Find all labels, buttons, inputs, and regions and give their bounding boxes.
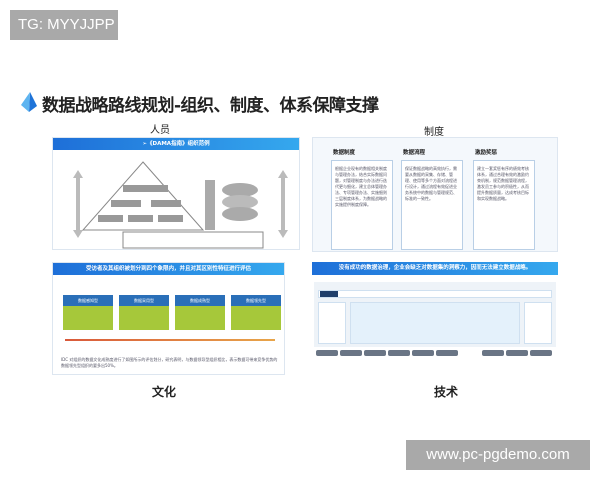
architecture-diagram [314,282,556,347]
diamond-logo-icon [21,92,37,112]
org-pyramid-diagram [53,150,299,249]
col-text: 建立一套奖惩有序的绩效考核体系，通过合理有效的激励约束机制，规范数据管理流程，激… [473,160,535,250]
culture-panel: 受访者及其组织被划分到四个象限内，并且对其区别性特征进行评估 数据感知型 数据采… [52,262,285,375]
tech-header: 没有成功的数据治理，企业会缺乏对数据集的洞察力，因而无法建立数据战略。 [312,262,558,275]
label-culture: 文化 [152,385,177,399]
people-header: ➢《DAMA指南》组织范例 [53,138,299,150]
col-text: 保证数据战略的高效执行，需要从数据的采集、存储、管理、使用等多个方面对流程进行设… [401,160,463,250]
maturity-arrow [65,339,275,341]
label-system: 制度 [424,127,444,138]
tg-badge: TG: MYYJJPP [10,10,118,40]
col-title: 数据流程 [403,150,426,156]
quadrant: 数据领先型 [231,295,281,306]
col-title: 数据制度 [333,150,356,156]
tech-panel: 没有成功的数据治理，企业会缺乏对数据集的洞察力，因而无法建立数据战略。 [312,262,558,377]
col-text: 根据企业现有的数据相关制度与管理办法，结合实际数据问题，对管理制度与办法进行迭代… [331,160,393,250]
watermark-badge: www.pc-pgdemo.com [406,440,590,470]
page-title: 数据战略路线规划-组织、制度、体系保障支撑 [42,96,379,116]
culture-header: 受访者及其组织被划分到四个象限内，并且对其区别性特征进行评估 [53,263,284,275]
col-title: 激励奖惩 [475,150,498,156]
quadrant: 数据成熟型 [175,295,225,306]
system-panel: 数据制度 数据流程 激励奖惩 根据企业现有的数据相关制度与管理办法，结合实际数据… [312,137,558,252]
people-panel: ➢《DAMA指南》组织范例 [52,137,300,250]
label-tech: 技术 [434,385,459,399]
label-people: 人员 [150,125,170,136]
quadrant: 数据采用型 [119,295,169,306]
culture-footnote: IDC 对组织的数据文化成熟度进行了如图所示的评估划分，研究表明，与数据领导型组… [61,357,278,368]
quadrant: 数据感知型 [63,295,113,306]
